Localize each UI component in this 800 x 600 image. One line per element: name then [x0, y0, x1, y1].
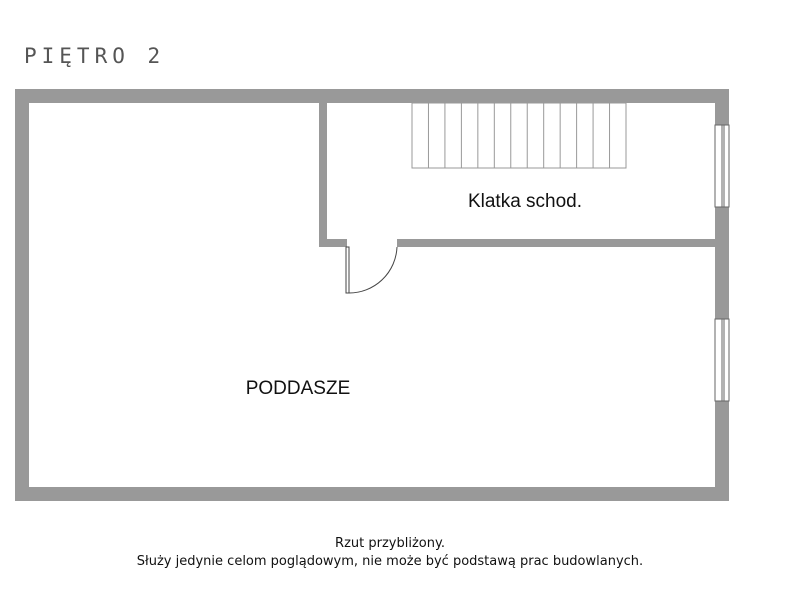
interior-walls: [319, 103, 715, 247]
wall-bottom: [15, 487, 729, 501]
window-lower: [714, 318, 730, 402]
wall-stairwell-bottom-right: [397, 239, 715, 247]
disclaimer-line-1: Rzut przybliżony.: [335, 536, 445, 551]
wall-left: [15, 89, 29, 501]
floor-title: PIĘTRO 2: [24, 44, 166, 68]
wall-stairwell-bottom-left: [319, 239, 347, 247]
room-label-attic: PODDASZE: [246, 378, 351, 399]
wall-top: [15, 89, 729, 103]
wall-right-middle: [715, 207, 729, 319]
staircase: [411, 102, 627, 169]
room-label-stairwell: Klatka schod.: [468, 191, 582, 212]
wall-right-upper: [715, 89, 729, 125]
wall-right-lower: [715, 401, 729, 501]
outer-walls: [15, 89, 729, 501]
disclaimer-line-2: Służy jedynie celom poglądowym, nie może…: [136, 554, 644, 569]
stairs-outline: [411, 102, 627, 169]
wall-stairwell-left: [319, 103, 327, 246]
disclaimer: Rzut przybliżony. Służy jedynie celom po…: [0, 535, 780, 571]
window-upper: [714, 124, 730, 208]
door: [345, 246, 398, 294]
